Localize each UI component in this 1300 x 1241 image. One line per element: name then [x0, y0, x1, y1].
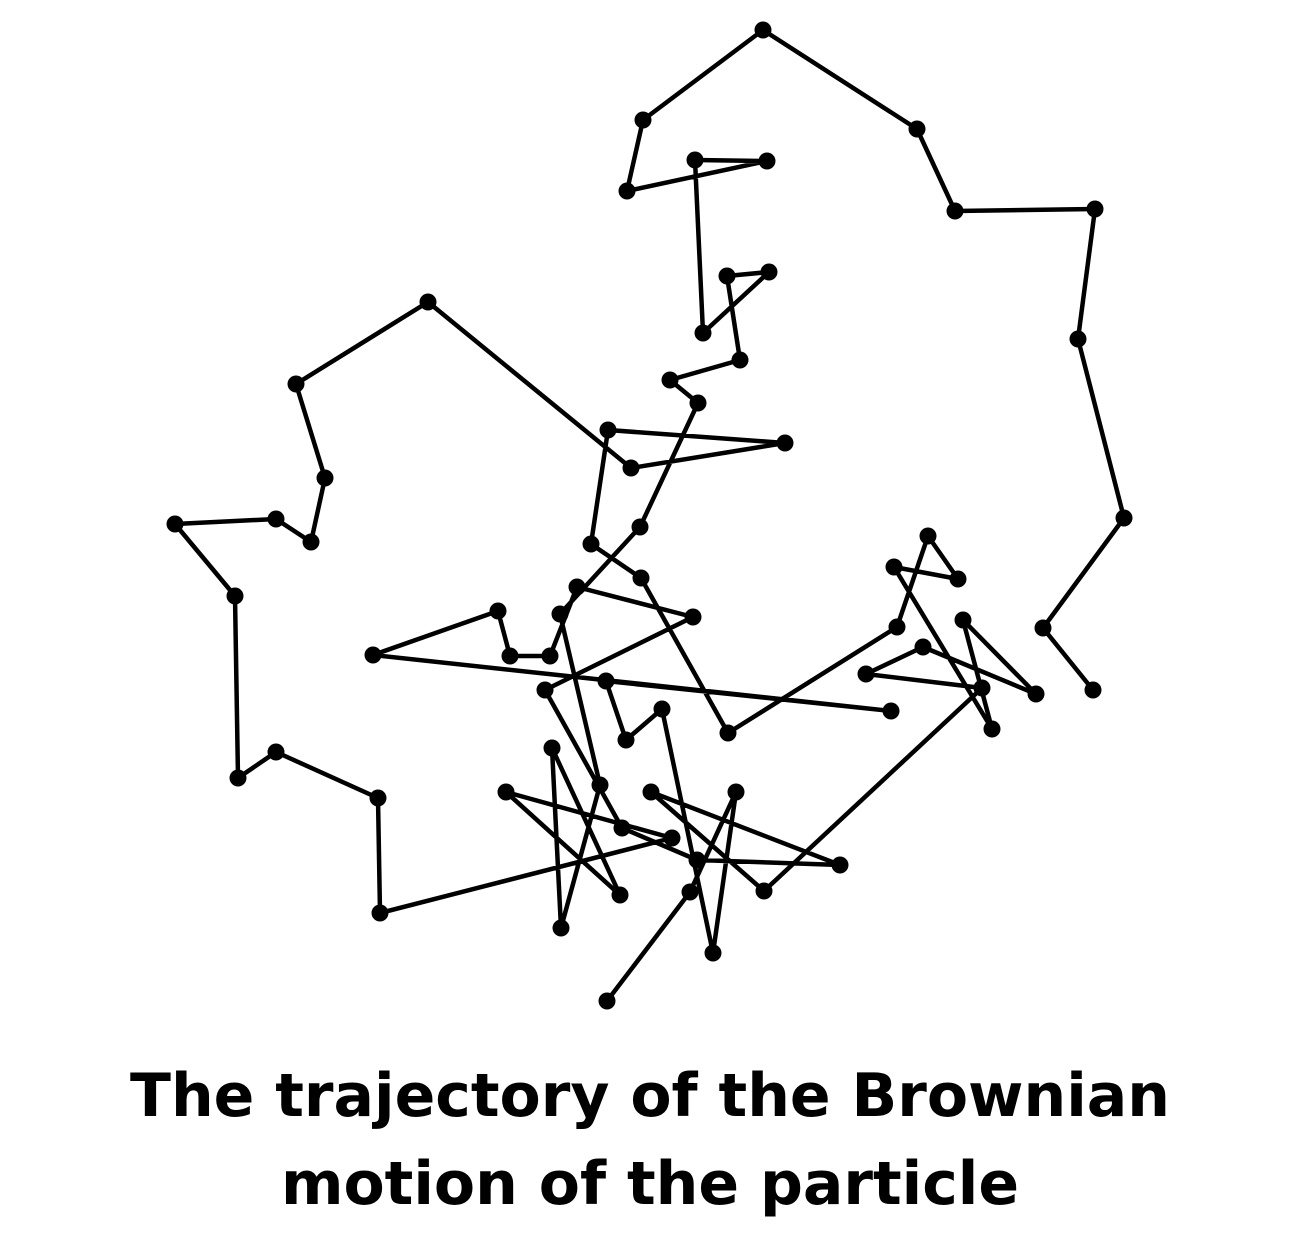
trajectory-point: [694, 324, 712, 342]
trajectory-point: [946, 202, 964, 220]
trajectory-point: [954, 611, 972, 629]
trajectory-point: [591, 776, 609, 794]
trajectory-point: [1034, 619, 1052, 637]
caption-line-1: The trajectory of the Brownian: [130, 1061, 1170, 1131]
trajectory-point: [754, 21, 772, 39]
trajectory-point: [727, 783, 745, 801]
trajectory-point: [1069, 330, 1087, 348]
trajectory-point: [551, 605, 569, 623]
trajectory-point: [371, 904, 389, 922]
trajectory-point: [541, 647, 559, 665]
trajectory-point: [267, 510, 285, 528]
trajectory-point: [661, 371, 679, 389]
trajectory-point: [419, 293, 437, 311]
trajectory-point: [914, 638, 932, 656]
trajectory-point: [919, 527, 937, 545]
trajectory-point: [663, 829, 681, 847]
trajectory-point: [226, 587, 244, 605]
trajectory-point: [229, 769, 247, 787]
trajectory-point: [618, 182, 636, 200]
caption: The trajectory of the Brownian motion of…: [0, 1052, 1300, 1228]
trajectory-point: [622, 459, 640, 477]
trajectory-point: [949, 570, 967, 588]
trajectory-point: [776, 434, 794, 452]
trajectory-points: [166, 21, 1133, 1010]
trajectory-point: [681, 883, 699, 901]
trajectory-point: [568, 578, 586, 596]
trajectory-point: [287, 375, 305, 393]
trajectory-path: [172, 27, 1127, 1004]
trajectory-point: [1084, 681, 1102, 699]
trajectory-point: [731, 351, 749, 369]
trajectory-point: [857, 665, 875, 683]
trajectory-point: [1086, 200, 1104, 218]
trajectory-point: [973, 679, 991, 697]
trajectory-point: [1027, 685, 1045, 703]
trajectory-point: [719, 724, 737, 742]
trajectory-point: [642, 783, 660, 801]
trajectory-point: [704, 944, 722, 962]
trajectory-point: [885, 558, 903, 576]
trajectory-point: [489, 602, 507, 620]
trajectory-point: [758, 152, 776, 170]
trajectory-point: [888, 618, 906, 636]
trajectory-point: [369, 789, 387, 807]
trajectory-point: [599, 421, 617, 439]
trajectory-point: [536, 681, 554, 699]
trajectory-point: [1115, 509, 1133, 527]
trajectory-point: [364, 646, 382, 664]
trajectory-point: [755, 882, 773, 900]
trajectory-point: [688, 851, 706, 869]
trajectory-point: [689, 394, 707, 412]
trajectory-point: [684, 608, 702, 626]
trajectory-point: [613, 819, 631, 837]
trajectory-point: [166, 515, 184, 533]
trajectory-point: [882, 702, 900, 720]
trajectory-point: [497, 783, 515, 801]
trajectory-point: [267, 743, 285, 761]
trajectory-point: [316, 469, 334, 487]
trajectory-point: [597, 672, 615, 690]
trajectory-point: [831, 856, 849, 874]
trajectory-point: [611, 886, 629, 904]
trajectory-point: [632, 569, 650, 587]
trajectory-point: [302, 533, 320, 551]
trajectory-point: [686, 151, 704, 169]
trajectory-point: [543, 739, 561, 757]
trajectory-point: [501, 647, 519, 665]
trajectory-point: [653, 700, 671, 718]
caption-line-2: motion of the particle: [280, 1149, 1020, 1219]
trajectory-point: [598, 992, 616, 1010]
trajectory-point: [617, 731, 635, 749]
trajectory-point: [552, 919, 570, 937]
trajectory-point: [908, 120, 926, 138]
brownian-trajectory-diagram: [166, 21, 1133, 1010]
trajectory-point: [634, 111, 652, 129]
trajectory-point: [718, 267, 736, 285]
trajectory-point: [582, 535, 600, 553]
trajectory-point: [631, 518, 649, 536]
trajectory-point: [760, 263, 778, 281]
trajectory-point: [983, 720, 1001, 738]
